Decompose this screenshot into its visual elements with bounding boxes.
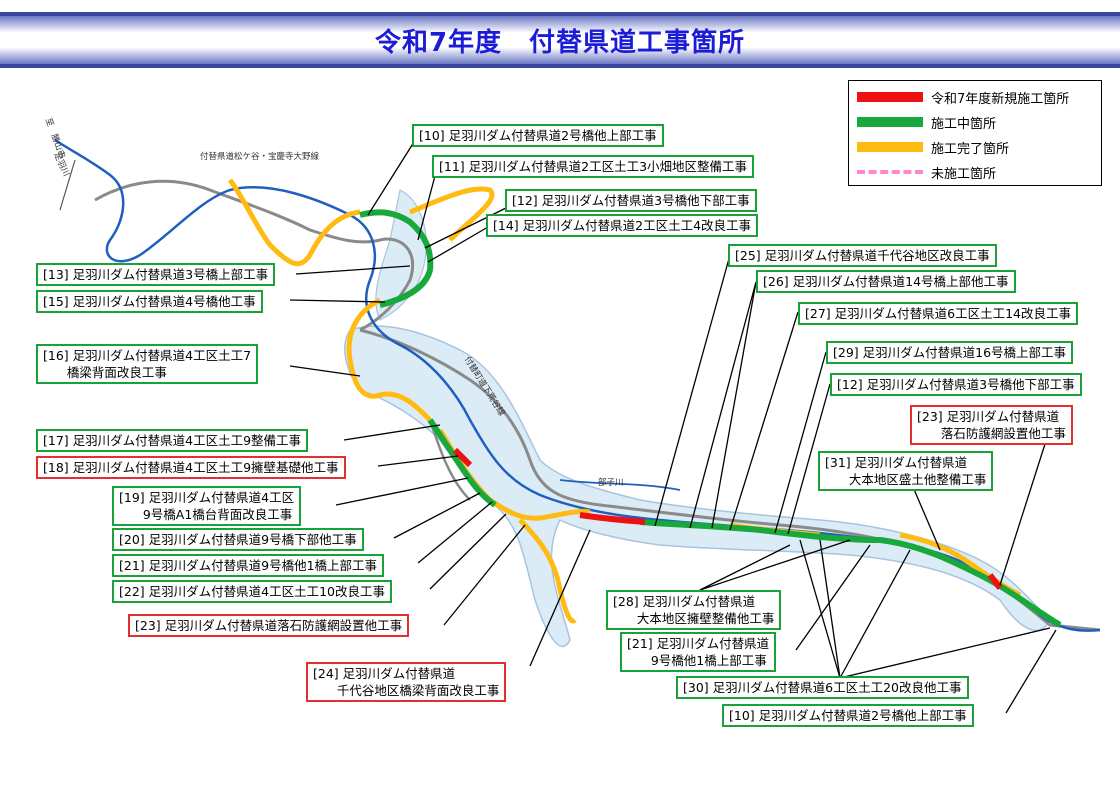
callout-box: [25] 足羽川ダム付替県道千代谷地区改良工事 [728, 244, 997, 267]
bushi-river-line [559, 479, 681, 491]
callout-box: [21] 足羽川ダム付替県道9号橋他1橋上部工事 [112, 554, 385, 577]
north-arrow [59, 159, 76, 211]
callout-box: [12] 足羽川ダム付替県道3号橋他下部工事 [830, 373, 1082, 396]
legend-label: 未施工箇所 [931, 166, 997, 182]
callout-box: [24] 足羽川ダム付替県道 千代谷地区橋梁背面改良工事 [306, 662, 507, 702]
completed-route [409, 186, 495, 242]
callout-box: [19] 足羽川ダム付替県道4工区 9号橋A1橋台背面改良工事 [112, 486, 302, 526]
legend-item-not-started: 未施工箇所 [857, 162, 996, 182]
new-route [452, 447, 473, 468]
map-legend: 令和7年度新規施工箇所 施工中箇所 施工完了箇所 未施工箇所 [848, 80, 1102, 186]
legend-swatch [857, 170, 923, 174]
callout-box: [18] 足羽川ダム付替県道4工区土工9擁壁基礎他工事 [36, 456, 346, 479]
page-title: 令和7年度 付替県道工事箇所 [374, 28, 746, 58]
legend-label: 施工完了箇所 [931, 141, 1010, 157]
callout-box: [16] 足羽川ダム付替県道4工区土工7 橋梁背面改良工事 [36, 344, 259, 384]
callout-box: [31] 足羽川ダム付替県道 大本地区盛土他整備工事 [818, 451, 994, 491]
title-banner: 令和7年度 付替県道工事箇所 [0, 12, 1120, 68]
label-bushi-river: 部子川 [598, 478, 624, 488]
callout-box: [26] 足羽川ダム付替県道14号橋上部他工事 [756, 270, 1016, 293]
callout-box: [12] 足羽川ダム付替県道3号橋他下部工事 [505, 189, 757, 212]
callout-box: [10] 足羽川ダム付替県道2号橋他上部工事 [722, 704, 974, 727]
existing-road [94, 179, 415, 332]
callout-box: [27] 足羽川ダム付替県道6工区土工14改良工事 [798, 302, 1078, 325]
new-route [579, 512, 646, 525]
callout-box: [28] 足羽川ダム付替県道 大本地区擁壁整備他工事 [606, 590, 782, 630]
callout-box: [15] 足羽川ダム付替県道4号橋他工事 [36, 290, 263, 313]
callout-box: [17] 足羽川ダム付替県道4工区土工9整備工事 [36, 429, 309, 452]
reservoir-area [344, 325, 1051, 648]
callout-box: [13] 足羽川ダム付替県道3号橋上部工事 [36, 263, 276, 286]
legend-swatch [857, 92, 923, 102]
completed-route [346, 297, 432, 422]
legend-item-in-progress: 施工中箇所 [857, 112, 996, 132]
callout-box: [23] 足羽川ダム付替県道落石防護網設置他工事 [128, 614, 410, 637]
legend-label: 施工中箇所 [931, 116, 997, 132]
leader-lines [289, 141, 1057, 714]
legend-swatch [857, 117, 923, 127]
callout-box: [30] 足羽川ダム付替県道6工区土工20改良他工事 [676, 676, 969, 699]
callout-box: [23] 足羽川ダム付替県道 落石防護網設置他工事 [910, 405, 1073, 445]
completed-route [518, 518, 577, 624]
callout-box: [14] 足羽川ダム付替県道2工区土工4改良工事 [486, 214, 759, 237]
callout-box: [20] 足羽川ダム付替県道9号橋下部他工事 [112, 528, 364, 551]
callout-box: [10] 足羽川ダム付替県道2号橋他上部工事 [412, 124, 664, 147]
label-route-matsugadani: 付替県道松ケ谷・宝慶寺大野線 [200, 152, 320, 162]
legend-swatch [857, 142, 923, 152]
callout-box: [22] 足羽川ダム付替県道4工区土工10改良工事 [112, 580, 392, 603]
legend-item-completed: 施工完了箇所 [857, 137, 1009, 157]
legend-label: 令和7年度新規施工箇所 [931, 91, 1070, 107]
completed-route [227, 178, 361, 267]
callout-box: [29] 足羽川ダム付替県道16号橋上部工事 [826, 341, 1074, 364]
callout-box: [11] 足羽川ダム付替県道2工区土工3小畑地区整備工事 [432, 155, 755, 178]
new-route [987, 573, 1003, 590]
legend-item-new: 令和7年度新規施工箇所 [857, 87, 1069, 107]
in-progress-route [639, 519, 1062, 628]
callout-box: [21] 足羽川ダム付替県道 9号橋他1橋上部工事 [620, 632, 777, 672]
in-progress-route [427, 418, 497, 508]
